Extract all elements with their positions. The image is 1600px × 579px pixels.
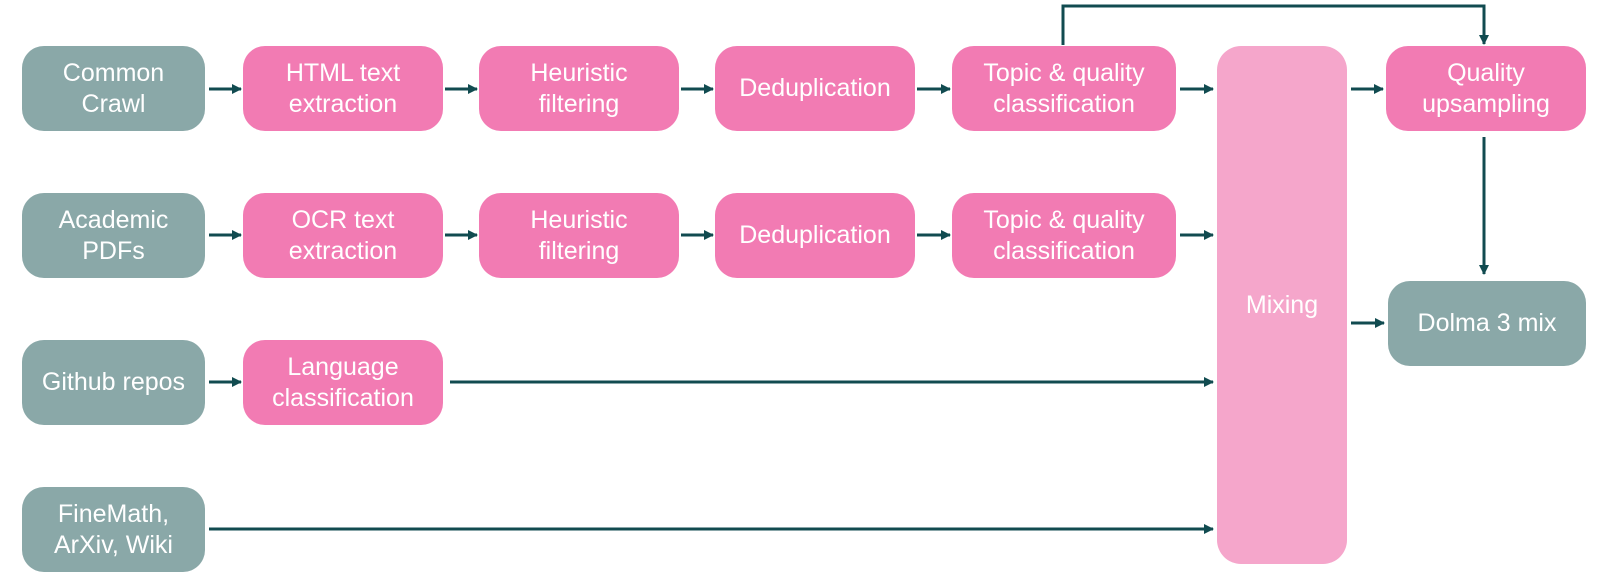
step-language-classification: Language classification	[243, 340, 443, 425]
step-heuristic-filtering: Heuristic filtering	[479, 46, 679, 131]
mixing-node: Mixing	[1217, 46, 1347, 564]
step-ocr-text-extraction: OCR text extraction	[243, 193, 443, 278]
source-academic-pdfs: Academic PDFs	[22, 193, 205, 278]
source-github-repos: Github repos	[22, 340, 205, 425]
step-quality-upsampling: Quality upsampling	[1386, 46, 1586, 131]
output-dolma-3-mix: Dolma 3 mix	[1388, 281, 1586, 366]
source-common-crawl: Common Crawl	[22, 46, 205, 131]
step-topic-quality-classification-2: Topic & quality classification	[952, 193, 1176, 278]
step-heuristic-filtering-2: Heuristic filtering	[479, 193, 679, 278]
step-html-text-extraction: HTML text extraction	[243, 46, 443, 131]
step-topic-quality-classification: Topic & quality classification	[952, 46, 1176, 131]
source-finemath-arxiv-wiki: FineMath, ArXiv, Wiki	[22, 487, 205, 572]
arrow-topic-to-upsampling	[1061, 4, 1489, 45]
step-deduplication: Deduplication	[715, 46, 915, 131]
step-deduplication-2: Deduplication	[715, 193, 915, 278]
